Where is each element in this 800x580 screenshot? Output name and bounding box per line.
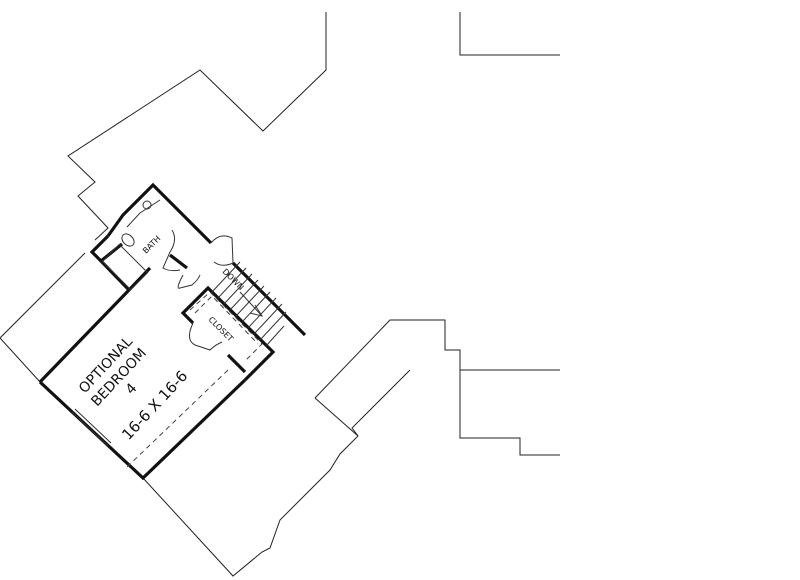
walls — [38, 182, 307, 481]
bedroom-label: OPTIONAL BEDROOM 4 16-6 X 16-6 — [76, 334, 191, 444]
room-number: 4 — [123, 380, 141, 397]
outline-lines — [0, 12, 560, 577]
doors — [71, 229, 234, 447]
toilet — [121, 233, 135, 247]
sink — [142, 200, 152, 210]
bath-fixtures — [101, 199, 161, 291]
window — [71, 411, 109, 447]
down-arrow-icon — [239, 291, 263, 317]
stair: DOWN — [211, 261, 287, 347]
room-size: 16-6 X 16-6 — [118, 367, 191, 444]
closet-label: CLOSET — [207, 315, 235, 343]
bath-label: BATH — [141, 234, 162, 255]
bathtub — [101, 243, 149, 291]
ceiling-lines — [126, 291, 263, 468]
